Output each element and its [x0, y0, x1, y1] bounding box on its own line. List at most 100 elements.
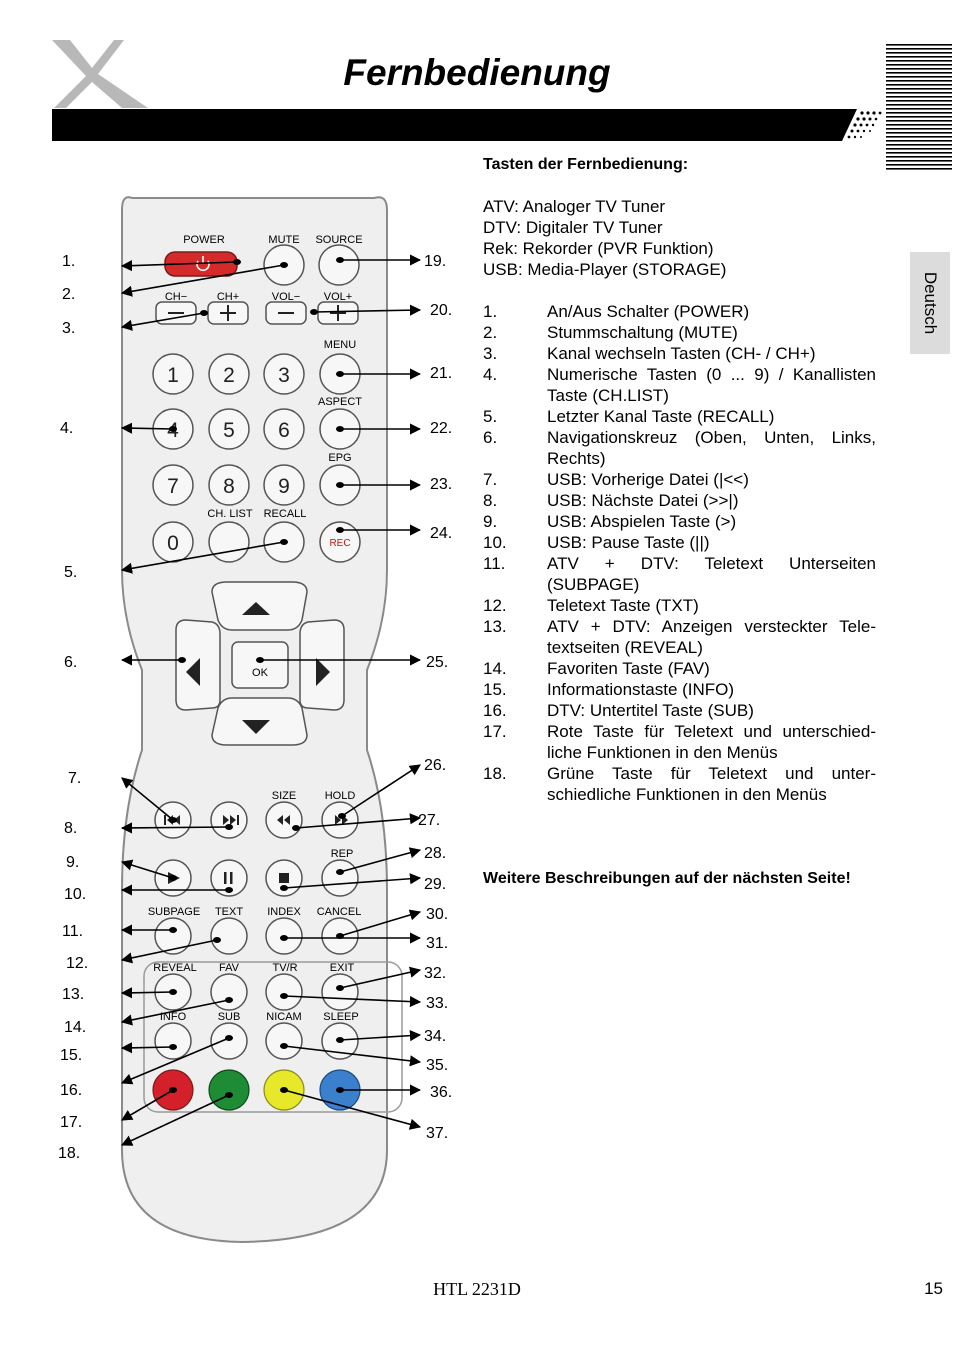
key-list-number: 5.: [483, 407, 498, 426]
digit-button[interactable]: [152, 521, 194, 563]
stripe-line: [886, 96, 952, 98]
ok-label: OK: [252, 667, 269, 679]
key-list-text: Numerische Tasten (0 ... 9) / Kanalliste…: [547, 365, 876, 405]
key-list-text: Favoriten Taste (FAV): [547, 659, 710, 678]
reveal-label: REVEAL: [153, 962, 196, 974]
digit-button[interactable]: [208, 353, 250, 395]
stripe-line: [886, 112, 952, 114]
callout-dot: [169, 927, 177, 933]
callout-number: 30.: [426, 906, 448, 923]
callout-number: 18.: [58, 1145, 80, 1162]
exit-button[interactable]: [321, 973, 359, 1011]
key-list-number: 15.: [483, 680, 507, 699]
source-label: SOURCE: [315, 234, 362, 246]
abbreviation-line: ATV: Analoger TV Tuner: [483, 197, 666, 216]
callout-number: 37.: [426, 1125, 448, 1142]
text-label: TEXT: [215, 906, 243, 918]
info-button[interactable]: [154, 1022, 192, 1060]
rec-button[interactable]: [319, 521, 361, 563]
digit-button[interactable]: [208, 464, 250, 506]
digit-button[interactable]: [208, 408, 250, 450]
key-list: 1.An/Aus Schalter (POWER)2.Stummschaltun…: [483, 301, 876, 805]
key-list-number: 18.: [483, 764, 507, 783]
callout-dot: [310, 309, 318, 315]
source-button[interactable]: [318, 244, 360, 286]
text-button[interactable]: [210, 917, 248, 955]
repeat-button[interactable]: [321, 859, 359, 897]
digit-button[interactable]: [152, 464, 194, 506]
callout-dot: [169, 989, 177, 995]
fav-button[interactable]: [210, 973, 248, 1011]
callout-number: 3.: [62, 320, 75, 337]
callout-dot: [256, 657, 264, 663]
ok-button[interactable]: [231, 641, 289, 689]
tvr-button[interactable]: [265, 973, 303, 1011]
key-description-column: Tasten der Fernbedienung: ATV: Analoger …: [483, 154, 876, 889]
callout-dot: [225, 997, 233, 1003]
stripe-line: [886, 160, 952, 162]
pause-icon: [224, 872, 233, 884]
epg-label: EPG: [328, 452, 351, 464]
key-list-text: ATV + DTV: Anzeigen versteckter Tele-tex…: [547, 617, 876, 657]
key-list-number: 13.: [483, 617, 507, 636]
key-list-item: 10.USB: Pause Taste (||): [483, 532, 876, 553]
digit-label: 5: [223, 419, 235, 442]
callout-number: 19.: [424, 253, 446, 270]
arrow-left-icon: [186, 658, 200, 686]
ch-list-button[interactable]: [208, 521, 250, 563]
callout-line: [120, 312, 205, 331]
stripe-line: [886, 44, 952, 46]
stripe-line: [886, 148, 952, 150]
title-bar: [52, 109, 882, 141]
digit-button[interactable]: [263, 408, 305, 450]
navigation-pad: OK: [175, 581, 345, 746]
green-key[interactable]: [208, 1069, 250, 1111]
key-list-item: 11.ATV + DTV: Teletext Unterseiten (SUBP…: [483, 553, 876, 595]
digit-label: 7: [167, 475, 179, 498]
callout-number: 11.: [62, 923, 83, 940]
callout-line: [341, 764, 421, 817]
stripe-line: [886, 100, 952, 102]
callout-dot: [338, 813, 346, 819]
subpage-button[interactable]: [154, 917, 192, 955]
pause-button[interactable]: [210, 859, 248, 897]
power-label: POWER: [183, 234, 225, 246]
stripe-line: [886, 68, 952, 70]
key-list-item: 9.USB: Abspielen Taste (>): [483, 511, 876, 532]
callout-number: 35.: [426, 1057, 448, 1074]
key-list-number: 8.: [483, 491, 498, 510]
key-list-item: 6.Navigationskreuz (Oben, Unten, Links, …: [483, 427, 876, 469]
digit-button[interactable]: [152, 353, 194, 395]
menu-label: MENU: [324, 339, 356, 351]
footer-model: HTL 2231D: [433, 1279, 521, 1299]
callout-number: 10.: [64, 886, 86, 903]
stripe-line: [886, 152, 952, 154]
key-list-item: 4.Numerische Tasten (0 ... 9) / Kanallis…: [483, 364, 876, 406]
callout-dot: [336, 1037, 344, 1043]
stripe-line: [886, 88, 952, 90]
abbreviation-line: USB: Media-Player (STORAGE): [483, 260, 727, 279]
key-list-text: Informationstaste (INFO): [547, 680, 735, 699]
callout-line: [120, 999, 230, 1026]
digit-button[interactable]: [263, 353, 305, 395]
nicam-button[interactable]: [265, 1022, 303, 1060]
callout-dot: [225, 1035, 233, 1041]
callout-line: [121, 777, 174, 821]
abbreviation-line: Rek: Rekorder (PVR Funktion): [483, 239, 714, 258]
recall-label: RECALL: [264, 508, 307, 520]
callout-number: 22.: [430, 420, 452, 437]
stripe-line: [886, 144, 952, 146]
page-number: 15: [924, 1279, 943, 1298]
digit-button[interactable]: [263, 464, 305, 506]
stripe-line: [886, 104, 952, 106]
callout-dot: [336, 985, 344, 991]
callout-line: [339, 1030, 422, 1042]
brand-x-logo: [52, 40, 148, 108]
key-list-number: 17.: [483, 722, 507, 741]
callout-dot: [178, 657, 186, 663]
arrow-up-icon: [242, 602, 270, 615]
callout-dot: [169, 1087, 177, 1093]
continuation-note: Weitere Beschreibungen auf der nächsten …: [483, 870, 851, 887]
stripe-line: [886, 140, 952, 142]
